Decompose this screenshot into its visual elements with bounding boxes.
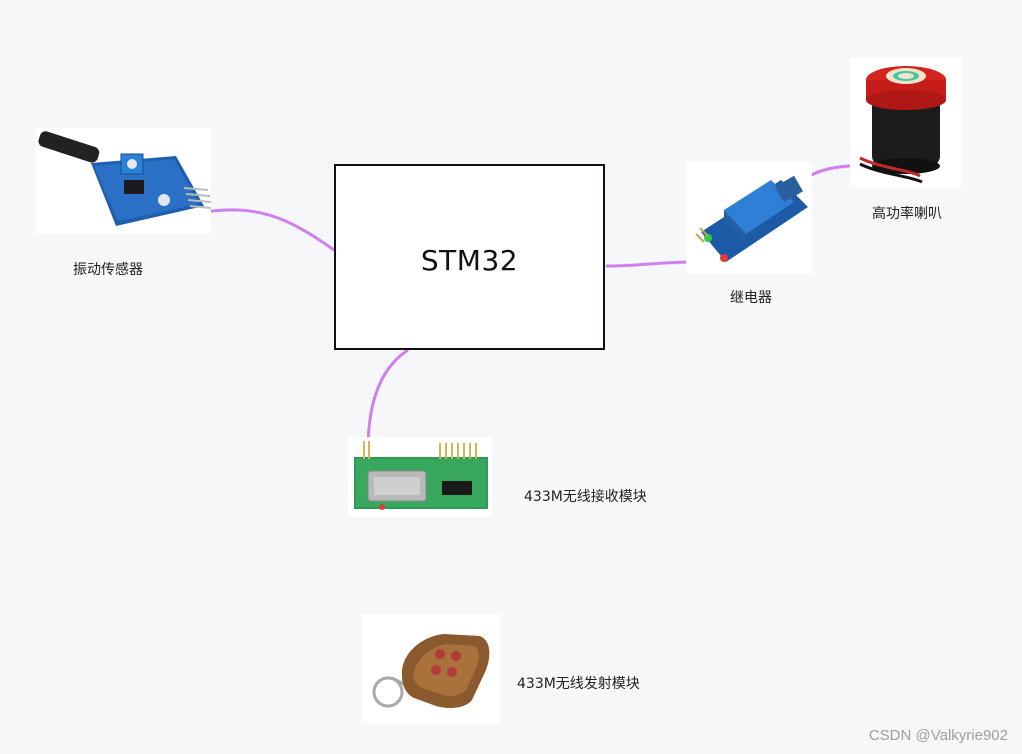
wire-sensor-to-mcu — [204, 208, 335, 252]
transmitter-label: 433M无线发射模块 — [517, 676, 640, 692]
vibration-sensor-image — [36, 128, 211, 234]
relay-image — [686, 162, 812, 274]
csdn-watermark: CSDN @Valkyrie902 — [868, 727, 1008, 744]
stm32-label: STM32 — [420, 244, 519, 277]
receiver-module-image — [348, 437, 492, 517]
wire-mcu-to-relay — [605, 260, 697, 268]
relay-label: 继电器 — [730, 290, 772, 306]
speaker-image — [850, 58, 962, 188]
wire-mcu-to-receiver — [366, 348, 409, 451]
transmitter-remote-image — [362, 614, 500, 724]
stm32-mcu-box: STM32 — [334, 164, 605, 350]
vibration-sensor-label: 振动传感器 — [73, 262, 143, 278]
speaker-label: 高功率喇叭 — [872, 206, 942, 222]
receiver-label: 433M无线接收模块 — [524, 489, 647, 505]
